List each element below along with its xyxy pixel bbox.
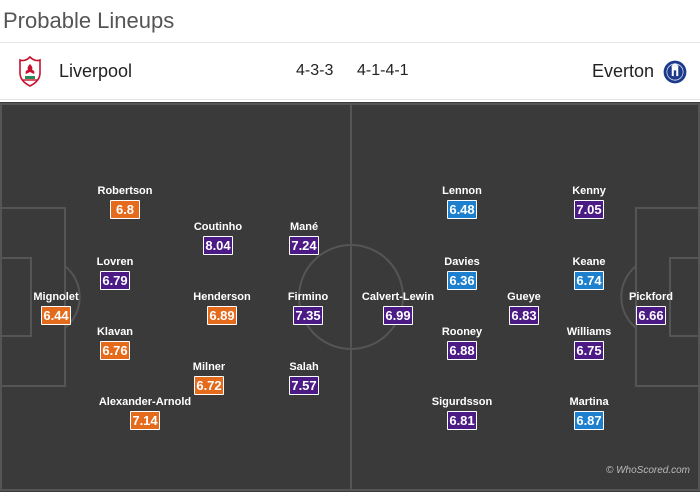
player-name: Robertson [97,185,153,197]
player-rating: 7.14 [130,411,160,430]
player-name: Davies [444,256,480,268]
home-team-name: Liverpool [59,61,133,81]
player-name: Mignolet [33,291,79,303]
everton-crest-icon [662,59,688,85]
player-rating: 6.44 [41,306,71,325]
player-name: Salah [289,361,319,373]
player-lennon[interactable]: Lennon 6.48 [402,184,522,219]
player-name: Lovren [96,256,134,268]
player-henderson[interactable]: Henderson 6.89 [162,290,282,325]
player-name: Williams [566,326,612,338]
player-rating: 6.75 [574,341,604,360]
liverpool-crest-icon [19,55,41,87]
player-rating: 6.36 [447,271,477,290]
player-rating: 6.88 [447,341,477,360]
player-name: Henderson [193,291,251,303]
player-alexander-arnold[interactable]: Alexander-Arnold 7.14 [85,395,205,430]
player-rating: 6.89 [207,306,237,325]
player-rating: 7.35 [293,306,323,325]
player-robertson[interactable]: Robertson 6.8 [65,184,185,219]
player-mignolet[interactable]: Mignolet 6.44 [0,290,116,325]
credit-text: © WhoScored.com [605,465,690,476]
player-milner[interactable]: Milner 6.72 [149,360,269,395]
player-rating: 6.8 [110,200,140,219]
player-kenny[interactable]: Kenny 7.05 [529,184,649,219]
player-pickford[interactable]: Pickford 6.66 [591,290,700,325]
player-rating: 6.79 [100,271,130,290]
player-name: Mané [289,221,319,233]
player-gueye[interactable]: Gueye 6.83 [464,290,584,325]
player-name: Martina [569,396,609,408]
player-name: Pickford [628,291,673,303]
player-calvert-lewin[interactable]: Calvert-Lewin 6.99 [338,290,458,325]
player-keane[interactable]: Keane 6.74 [529,255,649,290]
player-rating: 6.76 [100,341,130,360]
player-salah[interactable]: Salah 7.57 [244,360,364,395]
pitch-markings [0,103,700,491]
player-martina[interactable]: Martina 6.87 [529,395,649,430]
player-rating: 6.99 [383,306,413,325]
home-formation: 4-3-3 [296,62,334,79]
player-name: Klavan [96,326,134,338]
player-klavan[interactable]: Klavan 6.76 [55,325,175,360]
player-name: Firmino [287,291,329,303]
player-name: Kenny [572,185,606,197]
player-name: Calvert-Lewin [361,291,435,303]
player-firmino[interactable]: Firmino 7.35 [248,290,368,325]
player-name: Lennon [442,185,482,197]
player-name: Coutinho [193,221,243,233]
player-mane[interactable]: Mané 7.24 [244,220,364,255]
player-rating: 6.81 [447,411,477,430]
player-name: Alexander-Arnold [98,396,192,408]
player-name: Sigurdsson [431,396,493,408]
player-coutinho[interactable]: Coutinho 8.04 [158,220,278,255]
player-lovren[interactable]: Lovren 6.79 [55,255,175,290]
player-name: Rooney [441,326,483,338]
player-rating: 6.66 [636,306,666,325]
player-name: Milner [192,361,226,373]
player-rating: 6.72 [194,376,224,395]
away-formation: 4-1-4-1 [357,62,409,79]
page-title: Probable Lineups [3,8,175,33]
away-team-name: Everton [591,61,654,81]
player-name: Keane [572,256,606,268]
player-davies[interactable]: Davies 6.36 [402,255,522,290]
teams-header: Liverpool 4-3-3 4-1-4-1 Everton [0,42,700,100]
player-rating: 7.24 [289,236,319,255]
player-rating: 6.74 [574,271,604,290]
pitch: Mignolet 6.44 Robertson 6.8 Lovren 6.79 … [0,102,700,492]
player-rating: 7.57 [289,376,319,395]
player-rooney[interactable]: Rooney 6.88 [402,325,522,360]
player-rating: 6.87 [574,411,604,430]
player-sigurdsson[interactable]: Sigurdsson 6.81 [402,395,522,430]
player-rating: 6.48 [447,200,477,219]
player-rating: 7.05 [574,200,604,219]
player-rating: 8.04 [203,236,233,255]
player-rating: 6.83 [509,306,539,325]
player-name: Gueye [507,291,541,303]
player-williams[interactable]: Williams 6.75 [529,325,649,360]
